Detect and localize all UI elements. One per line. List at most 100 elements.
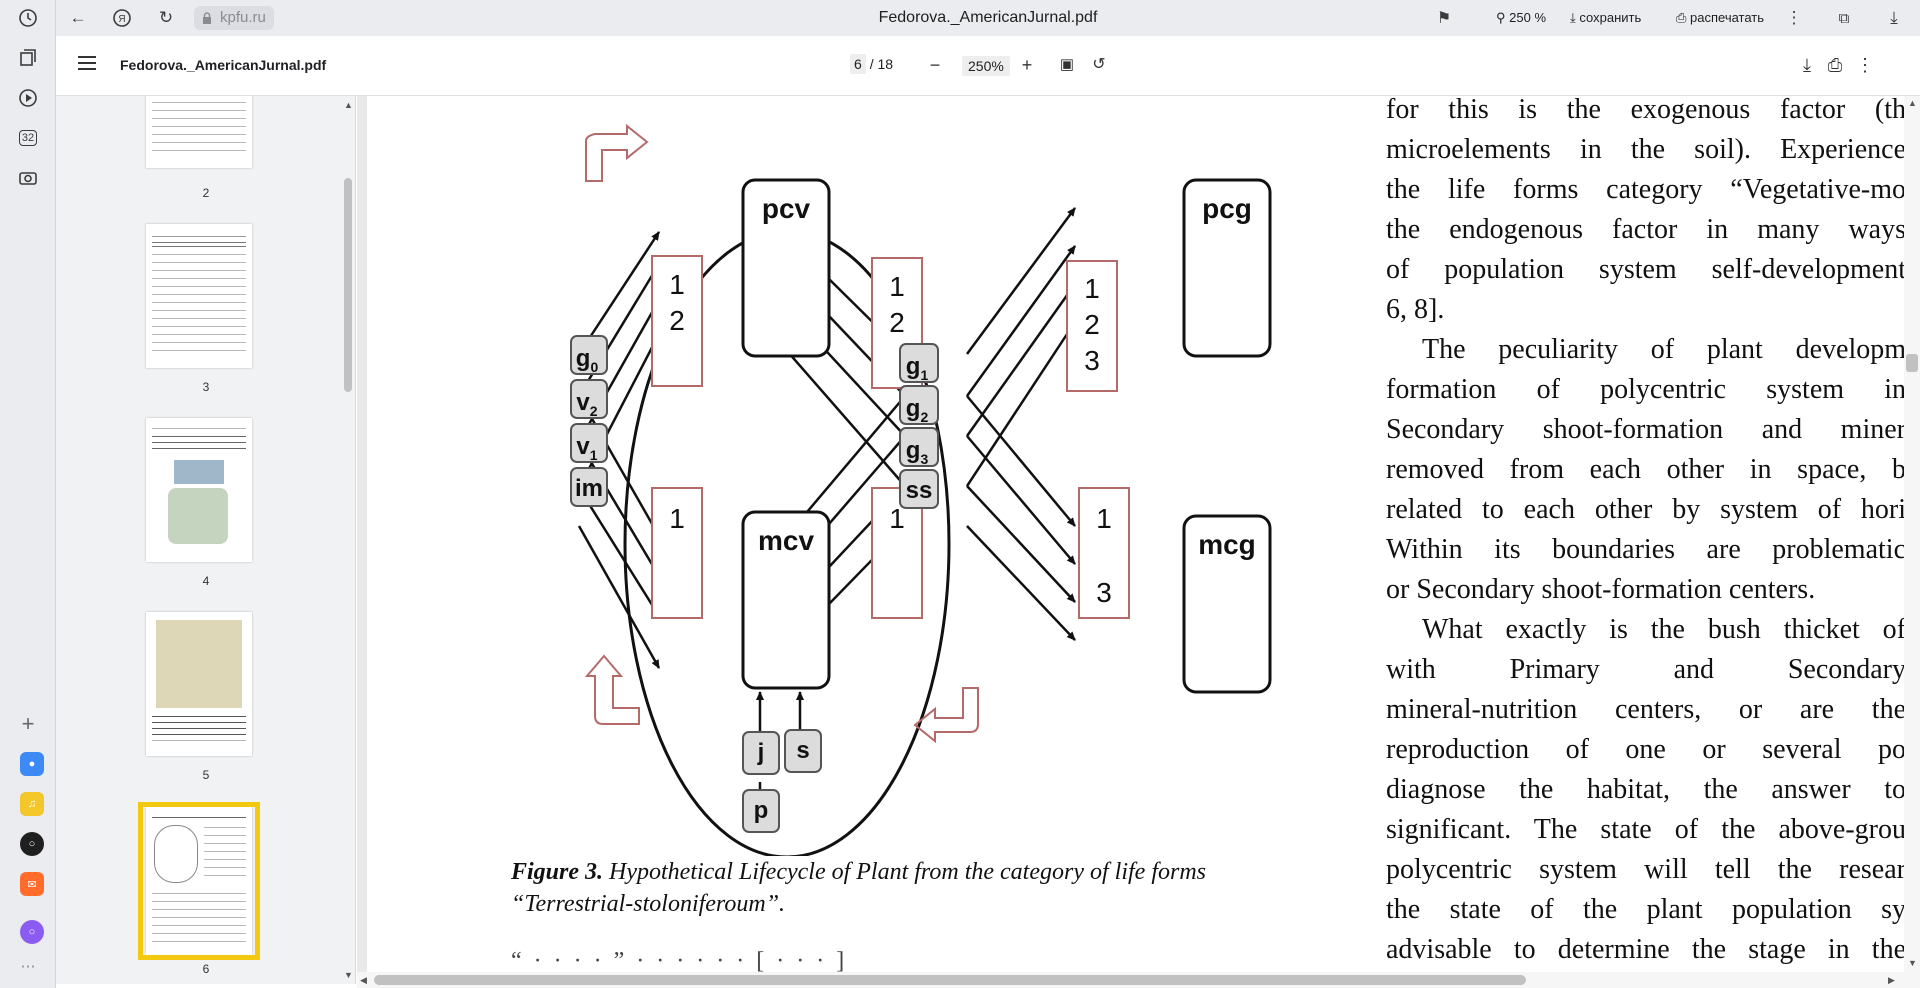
svg-text:v1: v1 xyxy=(576,433,597,463)
g3-node xyxy=(899,427,939,467)
scroll-left-icon[interactable]: ◀ xyxy=(360,975,367,985)
messenger-icon[interactable]: ● xyxy=(20,752,44,776)
thumbnail-scrollbar-thumb[interactable] xyxy=(344,178,352,392)
scroll-down-icon[interactable]: ▼ xyxy=(1908,958,1917,968)
body-text-column: for this is the exogenous factor (th mic… xyxy=(1386,96,1906,970)
alice-icon[interactable]: ○ xyxy=(20,832,44,856)
transition-box xyxy=(1066,260,1118,392)
svg-text:g0: g0 xyxy=(576,345,599,375)
scroll-up-icon[interactable]: ▲ xyxy=(344,100,353,110)
box-label: 1 xyxy=(889,271,905,302)
body-text-line: related to each other by system of hori xyxy=(1386,494,1906,525)
back-icon[interactable]: ← xyxy=(69,8,87,27)
print-pdf-icon[interactable]: ⎙ xyxy=(1827,55,1843,75)
body-text-line: polycentric system will tell the resear xyxy=(1386,854,1906,885)
viewer-more-icon[interactable]: ⋮ xyxy=(1856,55,1874,75)
page-total: / 18 xyxy=(869,56,894,72)
scroll-up-icon[interactable]: ▲ xyxy=(1908,98,1917,108)
browser-side-panel: 32 + ● ♫ ○ ✉ ○ ⋯ xyxy=(0,0,56,988)
zoom-out-icon[interactable]: − xyxy=(929,55,941,75)
g1-label: g xyxy=(906,353,921,380)
counter-badge[interactable]: 32 xyxy=(16,126,40,150)
reload-icon[interactable]: ↻ xyxy=(158,8,174,27)
g1-subscript: 1 xyxy=(920,367,928,383)
j-node xyxy=(742,731,780,775)
pdf-page: 1 2 1 2 1 2 3 1 1 1 3 pcv mcv xyxy=(367,96,1920,972)
document-viewport[interactable]: 1 2 1 2 1 2 3 1 1 1 3 pcv mcv xyxy=(357,96,1920,972)
yandex-icon[interactable]: Я xyxy=(110,6,134,30)
print-button-label: распечатать xyxy=(1690,10,1765,25)
transition-box xyxy=(871,257,923,389)
address-bar[interactable]: kpfu.ru xyxy=(194,6,274,30)
body-text-line: the endogenous factor in many ways xyxy=(1386,214,1906,245)
bookmark-icon[interactable]: ⚑ xyxy=(1436,10,1452,27)
document-vertical-scrollbar-thumb[interactable] xyxy=(1906,354,1918,372)
screenshot-icon[interactable] xyxy=(16,166,40,190)
page-thumbnail-selected[interactable] xyxy=(146,807,252,955)
mail-icon[interactable]: ✉ xyxy=(20,872,44,896)
transition-box xyxy=(651,487,703,619)
fit-page-icon[interactable]: ▣ xyxy=(1059,56,1075,73)
g1-node xyxy=(899,343,939,383)
pcv-label: pcv xyxy=(762,193,811,224)
print-button[interactable]: ⎙ распечатать xyxy=(1670,6,1770,30)
page-number-input[interactable]: 6 xyxy=(850,54,866,74)
assistant-icon[interactable]: ○ xyxy=(20,920,44,944)
rotate-icon[interactable]: ↺ xyxy=(1092,56,1106,73)
more-options-icon[interactable]: ⋮ xyxy=(1785,8,1803,27)
box-label: 2 xyxy=(669,305,685,336)
document-horizontal-scrollbar-thumb[interactable] xyxy=(374,975,1526,985)
history-icon[interactable] xyxy=(16,6,40,30)
v1-subscript: 1 xyxy=(590,447,598,463)
zoom-level-input[interactable]: 250% xyxy=(962,56,1010,76)
downloads-icon[interactable]: ⤓ xyxy=(1890,8,1898,27)
save-button[interactable]: ⤓ сохранить xyxy=(1564,6,1647,30)
page-thumbnail[interactable] xyxy=(146,224,252,368)
box-label: 2 xyxy=(889,307,905,338)
play-icon[interactable] xyxy=(16,86,40,110)
printer-icon: ⎙ xyxy=(1676,10,1687,25)
svg-text:g3: g3 xyxy=(906,437,929,467)
g0-label: g xyxy=(576,345,591,372)
svg-text:Я: Я xyxy=(118,14,125,25)
g3-label: g xyxy=(906,437,921,464)
zoom-in-icon[interactable]: + xyxy=(1021,55,1033,75)
figure-caption: Figure 3. Hypothetical Lifecycle of Plan… xyxy=(511,856,1311,920)
scroll-down-icon[interactable]: ▼ xyxy=(344,970,353,980)
thumbnail-image xyxy=(174,460,224,484)
browser-toolbar: Fedorova._AmericanJurnal.pdf ← Я ↻ kpfu.… xyxy=(56,0,1920,36)
menu-icon[interactable] xyxy=(78,56,96,70)
lifecycle-diagram: 1 2 1 2 1 2 3 1 1 1 3 pcv mcv xyxy=(570,123,1272,856)
im-node xyxy=(570,467,608,507)
box-label: 1 xyxy=(889,503,905,534)
thumbnail-image xyxy=(156,620,242,708)
body-text-line: advisable to determine the stage in the xyxy=(1386,934,1906,965)
box-label: 1 xyxy=(1084,273,1100,304)
scroll-right-icon[interactable]: ▶ xyxy=(1888,975,1895,985)
ss-label: ss xyxy=(906,477,933,504)
s-node xyxy=(784,729,822,773)
music-icon[interactable]: ♫ xyxy=(20,792,44,816)
thumbnail-label: 2 xyxy=(202,186,210,200)
tabs-icon[interactable]: ⧉ xyxy=(1838,9,1850,27)
svg-text:g2: g2 xyxy=(906,395,929,425)
add-icon[interactable]: + xyxy=(21,711,35,736)
body-text-line: significant. The state of the above-grou xyxy=(1386,814,1906,845)
page-thumbnail[interactable] xyxy=(146,612,252,756)
collections-icon[interactable] xyxy=(16,46,40,70)
pcv-node xyxy=(741,178,831,358)
ss-node xyxy=(899,469,939,509)
svg-text:v2: v2 xyxy=(576,389,597,419)
mcv-label: mcv xyxy=(758,525,814,556)
figure-caption-text: Hypothetical Lifecycle of Plant from the… xyxy=(511,859,1206,917)
document-vertical-scrollbar[interactable] xyxy=(1904,96,1920,972)
zoom-badge[interactable]: ⚲ 250 % xyxy=(1490,6,1552,30)
page-thumbnail[interactable] xyxy=(146,418,252,562)
pdf-file-name: Fedorova._AmericanJurnal.pdf xyxy=(120,57,327,73)
box-label: 1 xyxy=(669,269,685,300)
j-label: j xyxy=(757,739,765,766)
page-thumbnail[interactable] xyxy=(146,96,252,168)
url-text: kpfu.ru xyxy=(220,9,266,26)
download-pdf-icon[interactable]: ⤓ xyxy=(1803,55,1811,75)
more-icon[interactable]: ⋯ xyxy=(20,958,36,975)
